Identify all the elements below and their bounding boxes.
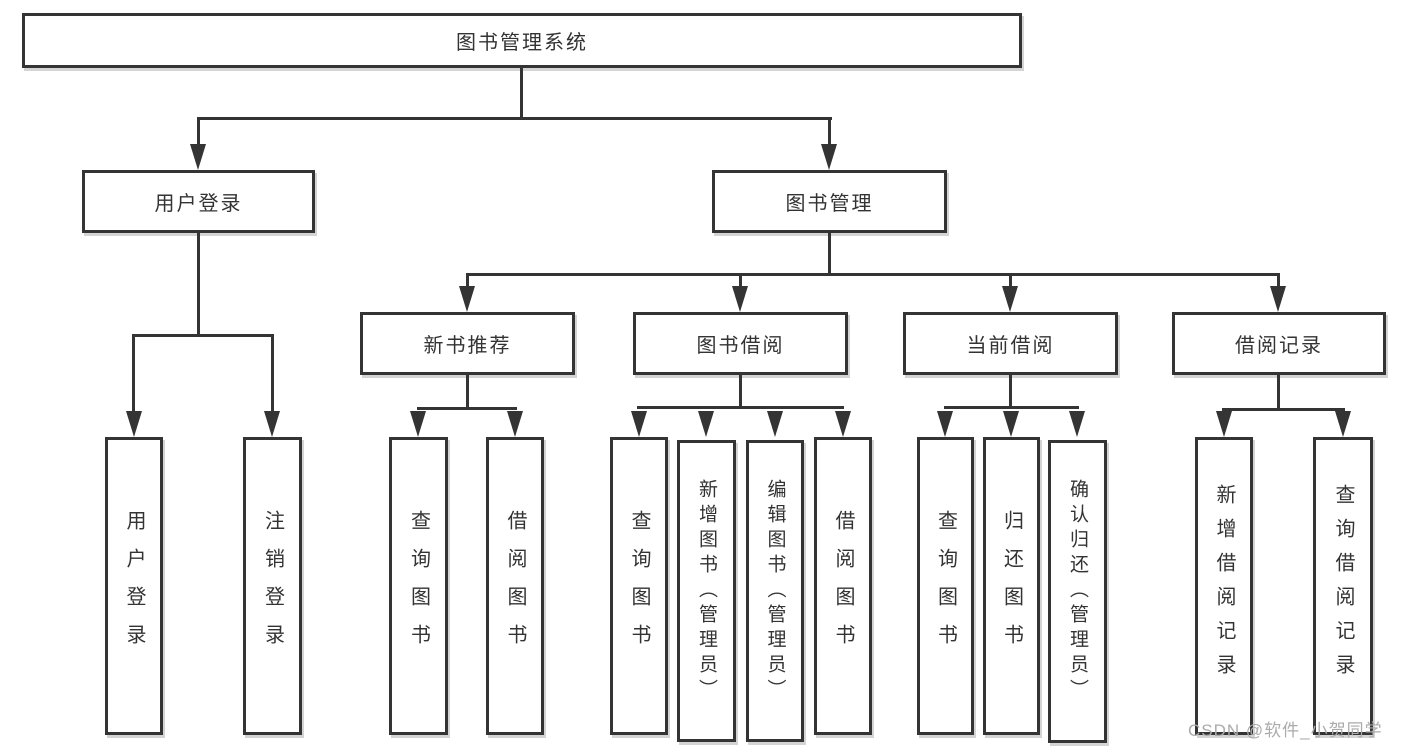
node-label: 借阅记录 [1235, 335, 1323, 357]
arrowhead-down-icon [1003, 411, 1019, 437]
leaf-query-books-borrow: 查询图书 [610, 437, 668, 735]
arrowhead-down-icon [698, 411, 714, 437]
connector-line [828, 117, 831, 146]
leaf-borrow-books: 借阅图书 [814, 437, 872, 735]
node-label: 查询借阅记录 [1332, 484, 1354, 688]
connector-line [466, 273, 1280, 276]
arrowhead-down-icon [126, 411, 142, 437]
node-label: 图书管理 [785, 193, 874, 215]
arrowhead-down-icon [190, 144, 206, 170]
arrowhead-down-icon [459, 286, 475, 312]
arrowhead-down-icon [767, 411, 783, 437]
connector-line [1009, 375, 1012, 409]
arrowhead-down-icon [410, 411, 426, 437]
arrowhead-down-icon [835, 411, 851, 437]
node-label: 编辑图书（管理员） [764, 478, 786, 704]
connector-line [1009, 273, 1012, 289]
node-label: 新增借阅记录 [1213, 484, 1235, 688]
node-label: 确认归还（管理员） [1067, 479, 1088, 704]
node-library-system: 图书管理系统 [22, 13, 1022, 68]
connector-line [197, 117, 200, 146]
connector-line [466, 273, 469, 289]
node-label: 新书推荐 [423, 335, 512, 357]
leaf-user-login: 用户登录 [105, 437, 163, 735]
node-new-book-recommend: 新书推荐 [360, 312, 575, 375]
arrowhead-down-icon [1335, 411, 1351, 437]
csdn-watermark: CSDN @软件_小贺同学 [1188, 721, 1383, 740]
leaf-add-books-admin: 新增图书（管理员） [677, 440, 736, 742]
leaf-return-books: 归还图书 [983, 437, 1040, 735]
leaf-confirm-return-admin: 确认归还（管理员） [1048, 440, 1107, 743]
leaf-borrow-books-recommend: 借阅图书 [486, 437, 544, 735]
node-label: 新增图书（管理员） [696, 478, 717, 704]
node-label: 当前借阅 [966, 335, 1055, 357]
connector-line [828, 233, 831, 276]
node-label: 借阅图书 [504, 510, 526, 662]
leaf-query-books-current: 查询图书 [917, 437, 974, 735]
connector-line [739, 375, 742, 409]
arrowhead-down-icon [937, 411, 953, 437]
arrowhead-down-icon [507, 411, 523, 437]
node-label: 图书管理系统 [456, 32, 588, 54]
arrowhead-down-icon [631, 411, 647, 437]
node-label: 查询图书 [934, 510, 957, 662]
leaf-user-logout: 注销登录 [243, 437, 302, 735]
node-label: 查询图书 [407, 510, 430, 662]
connector-line [197, 233, 200, 337]
node-borrow-record: 借阅记录 [1172, 312, 1386, 375]
node-label: 用户登录 [154, 193, 243, 215]
connector-line [637, 406, 844, 409]
node-label: 用户登录 [123, 510, 145, 662]
arrowhead-down-icon [821, 144, 837, 170]
connector-line [739, 273, 742, 289]
node-label: 借阅图书 [832, 510, 854, 662]
arrowhead-down-icon [1216, 411, 1232, 437]
node-current-borrow: 当前借阅 [903, 312, 1118, 375]
connector-line [520, 68, 523, 118]
connector-line [1277, 375, 1280, 411]
leaf-query-books-recommend: 查询图书 [389, 437, 448, 735]
node-book-borrow: 图书借阅 [633, 312, 848, 375]
node-label: 查询图书 [628, 510, 650, 662]
node-label: 注销登录 [261, 510, 284, 662]
arrowhead-down-icon [1002, 286, 1018, 312]
connector-line [271, 334, 274, 413]
node-label: 归还图书 [1000, 510, 1023, 662]
connector-line [944, 406, 1079, 409]
arrowhead-down-icon [1270, 286, 1286, 312]
leaf-query-borrow-record: 查询借阅记录 [1313, 437, 1373, 735]
connector-line [1277, 273, 1280, 289]
connector-line [1222, 408, 1345, 411]
node-user-login: 用户登录 [82, 170, 315, 233]
arrowhead-down-icon [732, 286, 748, 312]
leaf-add-borrow-record: 新增借阅记录 [1195, 437, 1253, 735]
arrowhead-down-icon [264, 411, 280, 437]
connector-line [197, 117, 832, 120]
node-label: 图书借阅 [696, 335, 785, 357]
arrowhead-down-icon [1069, 411, 1085, 437]
connector-line [132, 334, 274, 337]
connector-line [417, 407, 517, 410]
connector-line [466, 375, 469, 410]
connector-line [132, 334, 135, 413]
node-book-management: 图书管理 [712, 170, 947, 233]
leaf-edit-books-admin: 编辑图书（管理员） [746, 440, 804, 742]
